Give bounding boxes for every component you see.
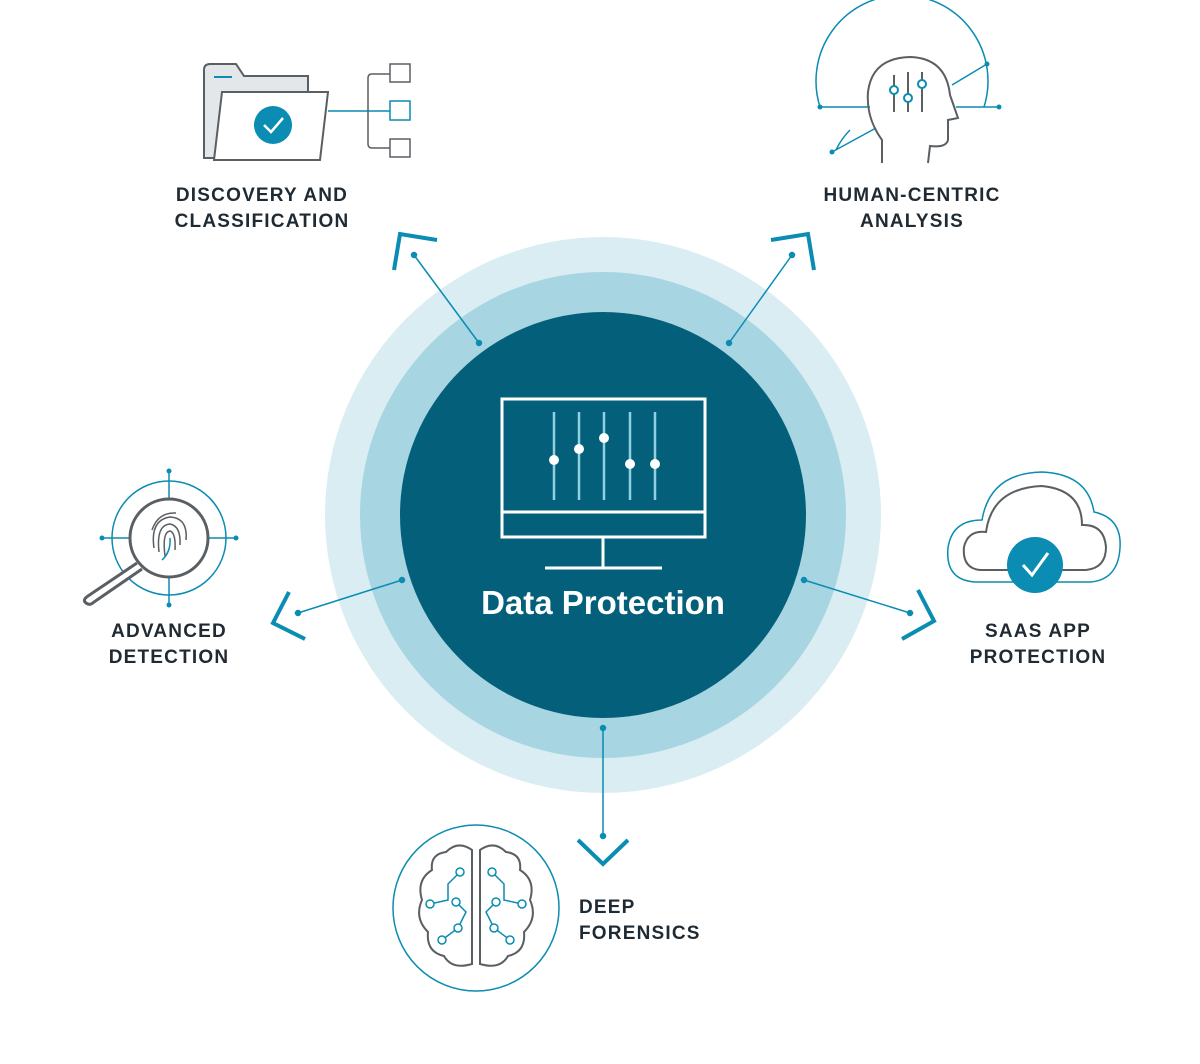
folder-check-icon: [203, 63, 411, 161]
connectors: [294, 251, 914, 840]
head-sliders-icon: [815, 0, 1002, 164]
fingerprint-magnifier-icon: [82, 468, 239, 608]
monitor-sliders-icon: [500, 397, 707, 570]
arrow-advanced-icon: [270, 591, 306, 641]
arrow-human-icon: [770, 231, 816, 271]
center-title: Data Protection: [481, 584, 725, 621]
arrow-chevrons: [270, 231, 937, 867]
arrow-discovery-icon: [392, 231, 438, 271]
cloud-check-icon: [947, 471, 1121, 593]
core-circle: [400, 312, 806, 718]
brain-circuit-icon: [392, 824, 560, 992]
arrow-forensics-icon: [576, 838, 630, 867]
arrow-saas-icon: [901, 589, 937, 641]
